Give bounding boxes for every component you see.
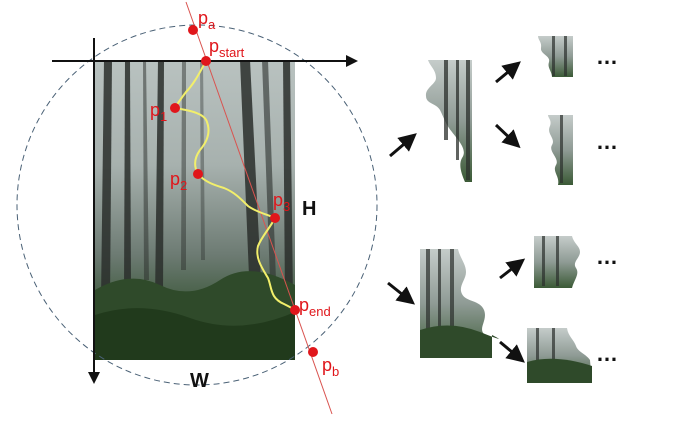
label-p1: p1 [150,100,167,124]
point-pend [290,305,300,315]
fragment-bottom-2 [527,328,592,383]
arrow-icon [389,133,417,158]
label-p3: p3 [273,190,290,214]
arrows [387,61,526,363]
point-pstart [201,56,211,66]
arrow-icon [499,340,525,363]
ellipsis-2: … [596,129,618,154]
arrow-icon [495,61,521,84]
forest-image [95,60,295,360]
arrow-icon [387,281,416,305]
ellipsis-3: … [596,244,618,269]
label-pa: pa [198,8,216,32]
label-pb: pb [322,355,339,379]
fragment-top-1 [538,36,573,77]
ellipsis-4: … [596,341,618,366]
point-p1 [170,103,180,113]
fragment-bottom-1 [534,236,580,288]
ellipsis-1: … [596,44,618,69]
fragment-top [425,60,472,182]
label-width: W [190,370,209,392]
fragment-bottom [420,249,499,358]
point-p2 [193,169,203,179]
label-pstart: pstart [209,36,245,60]
bounding-circle [16,24,378,386]
fragment-top-2 [548,115,573,185]
point-p3 [270,213,280,223]
label-pend: pend [299,295,331,319]
label-height: H [302,198,316,220]
arrow-icon [499,258,526,280]
arrow-icon [494,123,521,149]
cut-line [185,1,333,415]
label-p2: p2 [170,169,187,193]
point-pa [188,25,198,35]
points [170,25,318,357]
point-pb [308,347,318,357]
